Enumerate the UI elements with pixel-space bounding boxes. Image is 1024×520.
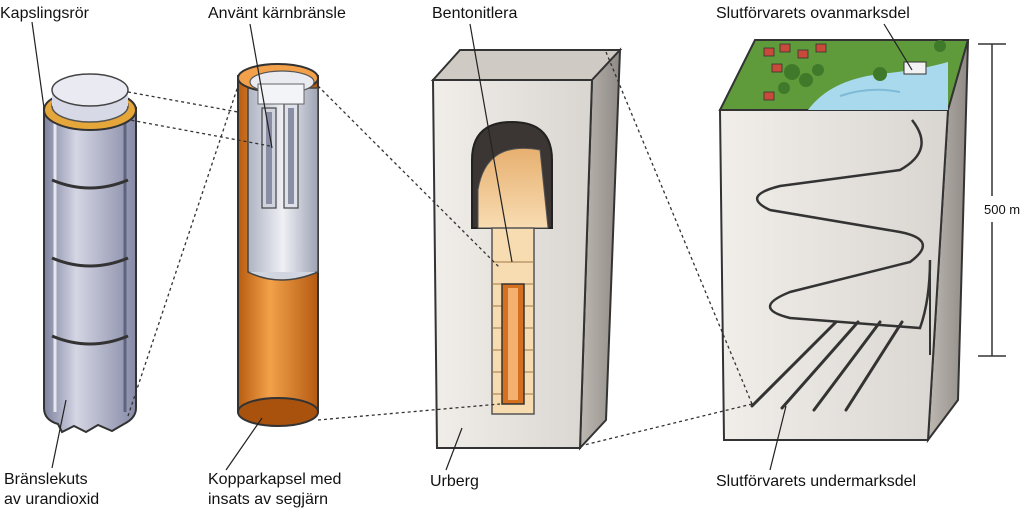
copper-canister-illustration — [237, 63, 319, 427]
label-cladding-tube: Kapslingsrör — [0, 5, 89, 22]
depth-scale — [978, 43, 1006, 357]
label-copper-canister-2: insats av segjärn — [208, 491, 329, 508]
deposition-hole-block — [430, 47, 623, 451]
label-spent-fuel: Använt kärnbränsle — [208, 5, 346, 22]
repository-block — [718, 39, 970, 444]
fuel-rod-illustration — [43, 73, 137, 434]
label-fuel-pellet-2: av urandioxid — [4, 491, 100, 508]
label-underground-part: Slutförvarets undermarksdel — [716, 473, 917, 490]
label-bentonite: Bentonitlera — [432, 5, 518, 22]
label-copper-canister-1: Kopparkapsel med — [208, 471, 342, 488]
label-surface-part: Slutförvarets ovanmarksdel — [716, 5, 910, 22]
label-depth: 500 m — [984, 202, 1021, 217]
label-fuel-pellet-1: Bränslekuts — [4, 471, 88, 488]
label-bedrock: Urberg — [430, 473, 479, 490]
connector-lines — [127, 51, 753, 447]
leader-lines — [31, 21, 913, 471]
